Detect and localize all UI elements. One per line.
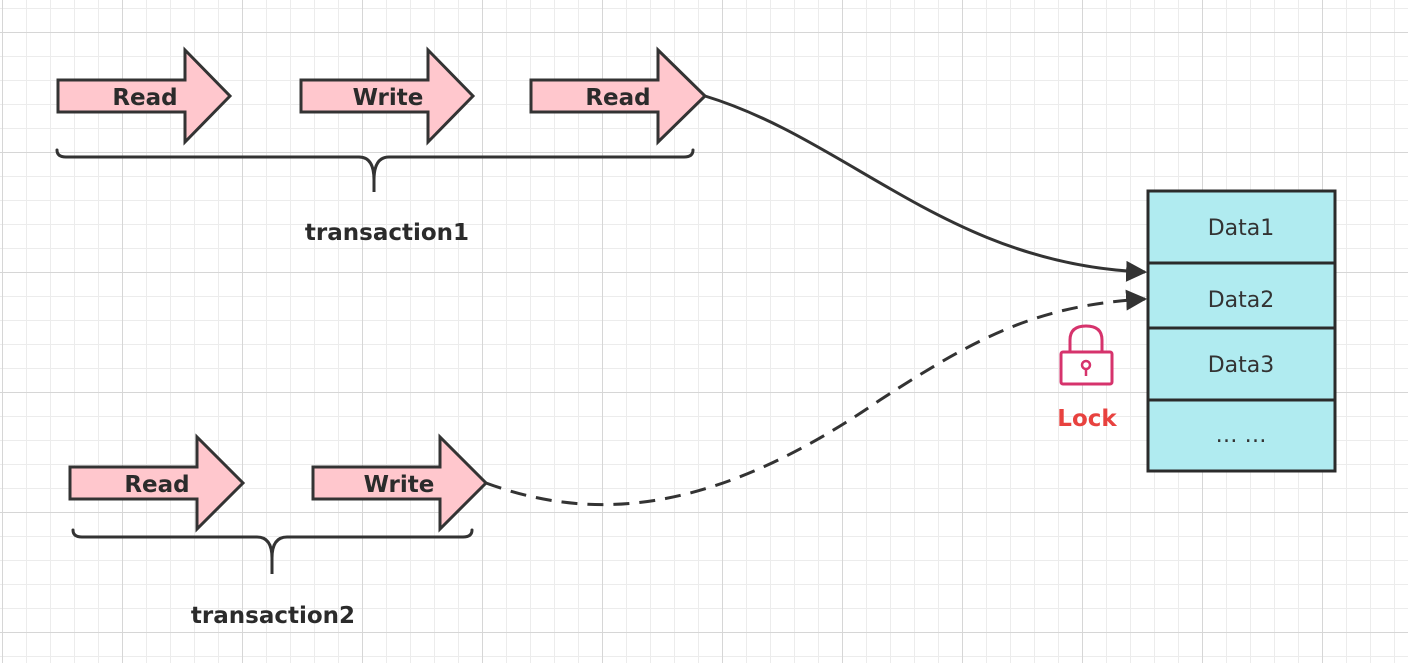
transaction1-brace: [55, 148, 695, 192]
dashed-write-connector: [485, 289, 1148, 507]
step-arrow-shape: [56, 46, 233, 146]
data-cell-1-label: Data1: [1208, 216, 1275, 241]
step-label: Write: [364, 472, 435, 498]
step-arrow-shape: [68, 433, 246, 533]
transaction2-step-arrow-1: Read: [68, 433, 246, 533]
transaction1-label: transaction1: [305, 220, 469, 246]
transaction1-step-arrow-3: Read: [529, 46, 708, 146]
transaction2-brace: [71, 528, 474, 574]
step-label: Write: [353, 85, 424, 111]
step-label: Read: [124, 472, 189, 498]
data-cell-2: [1146, 261, 1337, 330]
step-label: Read: [585, 85, 650, 111]
solid-read-connector: [704, 94, 1148, 282]
step-arrow-shape: [311, 433, 489, 533]
step-arrow-shape: [529, 46, 708, 146]
data-cell-4-label: … …: [1216, 423, 1267, 448]
transaction2-step-arrow-2: Write: [311, 433, 489, 533]
data-cell-4: [1146, 398, 1337, 473]
data-table: Data1 Data2 Data3 … …: [1146, 189, 1337, 473]
data-cell-3-label: Data3: [1208, 353, 1275, 378]
step-arrow-shape: [299, 46, 476, 146]
data-cell-1: [1146, 189, 1337, 265]
transaction1-step-arrow-1: Read: [56, 46, 233, 146]
transaction2-label: transaction2: [191, 603, 355, 629]
data-cell-2-label: Data2: [1208, 288, 1275, 313]
lock-label: Lock: [1057, 406, 1117, 432]
lock-shackle: [1068, 324, 1104, 352]
lock-icon: [1059, 324, 1114, 386]
transaction1-step-arrow-2: Write: [299, 46, 476, 146]
step-label: Read: [112, 85, 177, 111]
